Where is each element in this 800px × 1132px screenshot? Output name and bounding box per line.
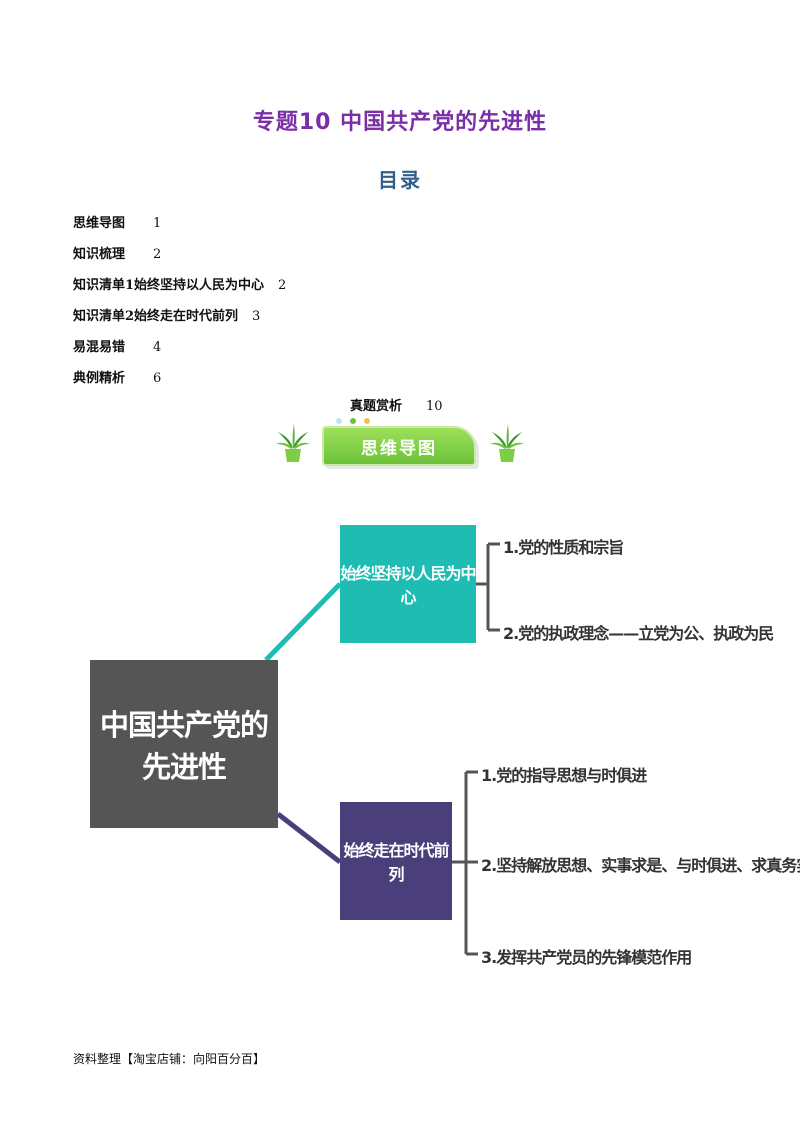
toc-page: 6 [153, 371, 162, 386]
mindmap-leaf: 2.党的执政理念——立党为公、执政为民 [503, 624, 774, 643]
banner-box: 思维导图 [322, 426, 476, 466]
mindmap-leaf: 1.党的指导思想与时俱进 [481, 766, 647, 785]
mindmap-branch-forefront-of-times: 始终走在时代前列 [340, 802, 452, 920]
mindmap-leaf: 2.坚持解放思想、实事求是、与时俱进、求真务实 [481, 856, 800, 875]
toc-heading: 目录 [378, 168, 422, 192]
toc-page: 2 [278, 278, 287, 293]
toc-page: 1 [153, 216, 162, 231]
mindmap-leaf: 3.发挥共产党员的先锋模范作用 [481, 948, 692, 967]
mindmap-banner: 思维导图 [276, 416, 526, 468]
document-title: 专题10 中国共产党的先进性 [252, 110, 548, 135]
toc-page: 2 [153, 247, 162, 262]
mindmap-branch-people-centered: 始终坚持以人民为中心 [340, 525, 477, 643]
plant-icon [276, 424, 310, 462]
mindmap-leaf: 1.党的性质和宗旨 [503, 538, 624, 557]
footer-credit: 资料整理【淘宝店铺：向阳百分百】 [73, 1052, 266, 1066]
mindmap-root-node: 中国共产党的先进性 [90, 660, 278, 828]
toc-page: 4 [153, 340, 162, 355]
banner-label: 思维导图 [361, 439, 437, 459]
toc-page: 10 [426, 399, 443, 414]
plant-icon [490, 424, 524, 462]
toc-page: 3 [252, 309, 261, 324]
